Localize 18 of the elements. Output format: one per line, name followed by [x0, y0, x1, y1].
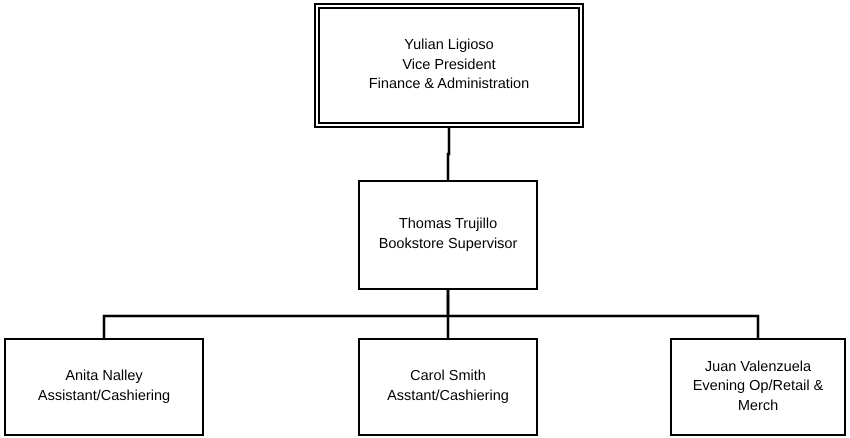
box-text: Thomas Trujillo	[398, 215, 498, 234]
org-box	[4, 338, 204, 436]
box-text: Carol Smith	[410, 367, 486, 386]
org-box	[358, 338, 538, 436]
connector-line	[446, 290, 760, 338]
connector-line	[446, 128, 450, 180]
box-text: Yulian Ligioso	[404, 36, 494, 56]
box-text: Anita Nalley	[65, 367, 143, 386]
box-text: Juan Valenzuela	[704, 358, 812, 377]
org-box	[358, 180, 538, 290]
box-text: Asstant/Cashiering	[387, 387, 509, 406]
org-box	[670, 338, 846, 436]
box-text: Vice President	[402, 56, 496, 75]
box-text: Bookstore Supervisor	[378, 235, 518, 254]
box-text: Assistant/Cashiering	[38, 387, 170, 406]
box-text: Evening Op/Retail & Merch	[692, 377, 824, 416]
box-text: Finance & Administration	[368, 75, 530, 94]
org-box	[314, 3, 584, 128]
